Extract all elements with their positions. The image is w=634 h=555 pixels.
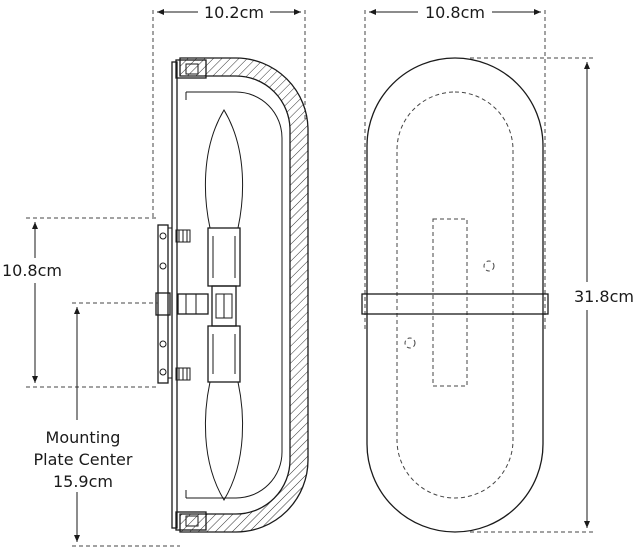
front-height-dimension: 31.8cm [470,57,634,533]
side-view: 10.2cm [2,3,309,547]
front-height-label: 31.8cm [574,287,634,306]
mounting-center-dimension: Mounting Plate Center 15.9cm [34,302,180,547]
socket-top [207,227,241,287]
mounting-bracket [155,224,209,384]
front-screw-lower [404,337,416,349]
front-shade-outline [366,57,544,533]
side-width-label: 10.2cm [204,3,264,22]
plate-height-label: 10.8cm [2,261,62,280]
plate-height-dimension: 10.8cm [2,217,156,388]
wall-plate [171,61,178,529]
front-back-plate [432,218,468,387]
socket-connector [211,285,237,327]
mounting-center-label-line2: Plate Center [34,450,133,469]
side-width-dimension: 10.2cm [152,3,306,218]
front-center-band [361,293,549,315]
mounting-screw-bottom [175,367,191,381]
mounting-center-label-line1: Mounting [46,428,121,447]
front-width-dimension: 10.8cm [364,3,546,330]
mounting-screw-top [175,229,191,243]
front-width-label: 10.8cm [425,3,485,22]
bulb-bottom [204,381,244,501]
bulb-top [204,109,244,229]
front-inner-glass [396,91,514,499]
hatched-shade [175,57,309,533]
front-screw-upper [483,260,495,272]
mounting-center-label-line3: 15.9cm [53,472,113,491]
socket-bottom [207,325,241,383]
front-view: 10.8cm 31.8cm [361,3,634,533]
